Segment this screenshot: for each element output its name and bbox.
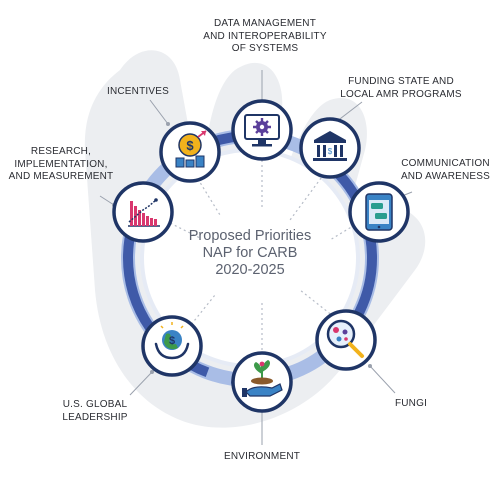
label-line: LEADERSHIP [62, 411, 128, 423]
node-incentives: $ [159, 121, 221, 183]
government-building-icon: $ [313, 131, 347, 161]
node-funding: $ [299, 117, 361, 179]
svg-text:$: $ [186, 138, 194, 153]
label-line: U.S. GLOBAL [62, 399, 128, 410]
gear-monitor-icon [244, 114, 280, 147]
label-line: OF SYSTEMS [231, 43, 299, 54]
label-line: AND INTEROPERABILITY [203, 30, 327, 42]
label-line: FUNGI [394, 398, 428, 409]
node-fungi [315, 309, 377, 371]
label-line: IMPLEMENTATION, [14, 158, 108, 170]
label-communication: COMMUNICATION AND AWARENESS [398, 158, 493, 183]
magnifier-microbes-icon [326, 319, 364, 358]
label-line: COMMUNICATION [401, 158, 490, 169]
label-global-leadership: U.S. GLOBAL LEADERSHIP [55, 399, 135, 424]
center-title-line-2: NAP for CARB [202, 245, 298, 261]
label-data-management: DATA MANAGEMENT AND INTEROPERABILITY OF … [201, 18, 329, 56]
smartphone-chat-icon [365, 193, 393, 231]
center-title-line-3: 2020-2025 [215, 262, 285, 278]
center-title: Proposed Priorities NAP for CARB 2020-20… [160, 228, 340, 279]
node-communication [348, 181, 410, 243]
label-line: INCENTIVES [106, 86, 169, 97]
label-line: RESEARCH, [30, 146, 92, 157]
bar-chart-icon [128, 198, 160, 227]
svg-text:$: $ [169, 335, 175, 347]
label-line: AND MEASUREMENT [8, 171, 114, 182]
plant-in-hand-icon [242, 360, 283, 397]
label-line: DATA MANAGEMENT [213, 18, 317, 29]
node-environment [231, 351, 293, 413]
label-line: ENVIRONMENT [223, 451, 301, 462]
label-line: LOCAL AMR PROGRAMS [340, 88, 462, 100]
node-research [112, 181, 174, 243]
center-title-line-1: Proposed Priorities [188, 228, 312, 244]
svg-text:$: $ [328, 147, 333, 156]
label-incentives: INCENTIVES [98, 86, 178, 99]
label-line: AND AWARENESS [400, 170, 491, 182]
label-research: RESEARCH, IMPLEMENTATION, AND MEASUREMEN… [6, 146, 116, 184]
label-fungi: FUNGI [386, 398, 436, 411]
label-line: FUNDING STATE AND [348, 76, 454, 87]
label-funding: FUNDING STATE AND LOCAL AMR PROGRAMS [336, 76, 466, 101]
globe-in-hands-icon: $ [154, 322, 190, 360]
label-environment: ENVIRONMENT [219, 451, 305, 464]
dollar-coin-icon: $ [175, 130, 207, 168]
node-data-management [231, 99, 293, 161]
node-global-leadership: $ [141, 315, 203, 377]
